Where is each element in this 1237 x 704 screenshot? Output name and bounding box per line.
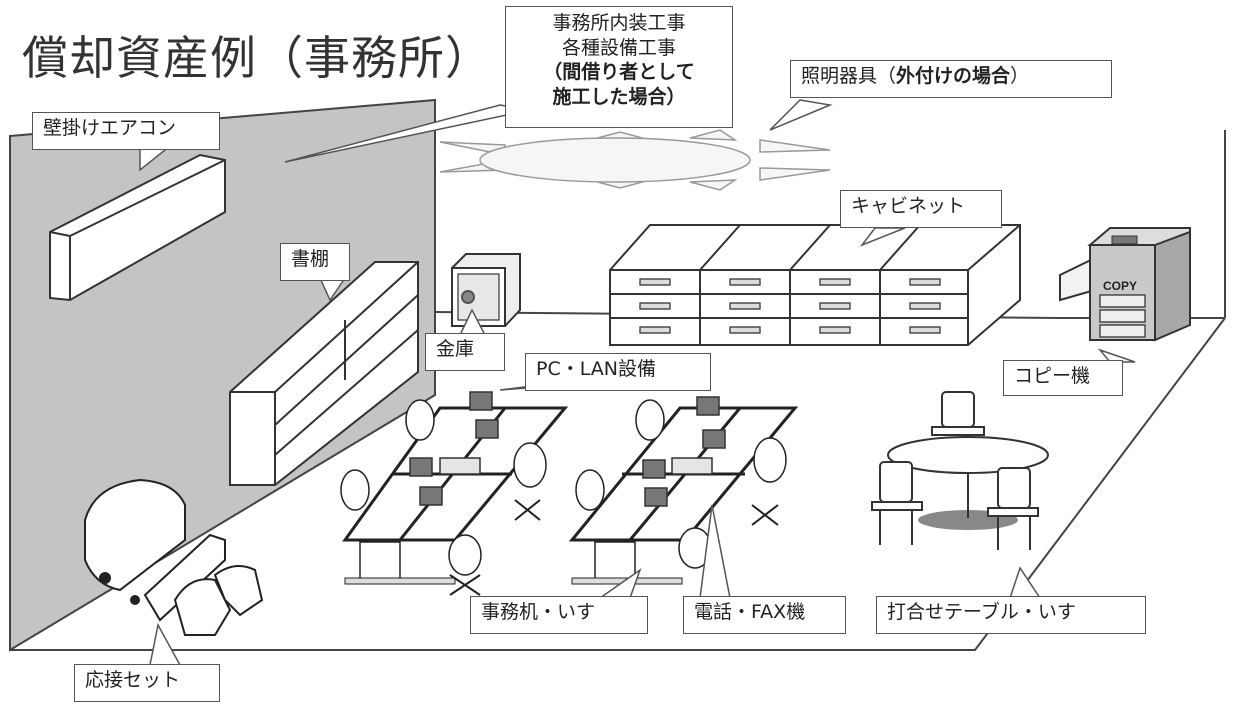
lighting-label: 照明器具（外付けの場合） — [790, 60, 1112, 98]
interior-line3: （間借り者として — [543, 61, 695, 84]
lighting-bold: 外付けの場合 — [896, 65, 1011, 87]
copier — [1059, 227, 1191, 342]
copier-label: コピー機 — [1003, 360, 1123, 396]
reception-label: 応接セット — [74, 664, 220, 702]
pc-lan-label: PC・LAN設備 — [525, 353, 711, 391]
cabinet-handles — [639, 278, 941, 334]
interior-work-label: 事務所内装工事 各種設備工事 （間借り者として 施工した場合） — [505, 6, 733, 128]
pc-monitors-left — [409, 391, 499, 506]
meeting-table — [871, 391, 1049, 550]
page-title: 償却資産例（事務所） — [22, 31, 492, 85]
cabinets — [609, 224, 1021, 346]
meeting-label: 打合せテーブル・いす — [876, 596, 1146, 634]
interior-line1: 事務所内装工事 — [552, 12, 686, 34]
phone-fax-label: 電話・FAX機 — [683, 596, 846, 634]
bookshelf — [229, 261, 419, 486]
desk-label: 事務机・いす — [470, 596, 648, 634]
pc-monitors-right — [642, 396, 726, 507]
aircon-label: 壁掛けエアコン — [32, 112, 220, 150]
lighting-prefix: 照明器具（ — [801, 65, 897, 87]
copier-copy-text: COPY — [1103, 279, 1137, 293]
bookshelf-label: 書棚 — [280, 243, 350, 281]
safe — [451, 253, 521, 327]
reception-set — [84, 478, 264, 636]
interior-line2: 各種設備工事 — [561, 36, 676, 59]
air-conditioner — [49, 153, 226, 302]
safe-label: 金庫 — [425, 333, 505, 371]
cabinet-label: キャビネット — [840, 190, 1002, 228]
ceiling-light — [439, 129, 831, 191]
lighting-suffix: ） — [1010, 65, 1030, 87]
desk-group-right — [568, 399, 799, 585]
interior-line4: 施工した場合） — [552, 86, 686, 109]
